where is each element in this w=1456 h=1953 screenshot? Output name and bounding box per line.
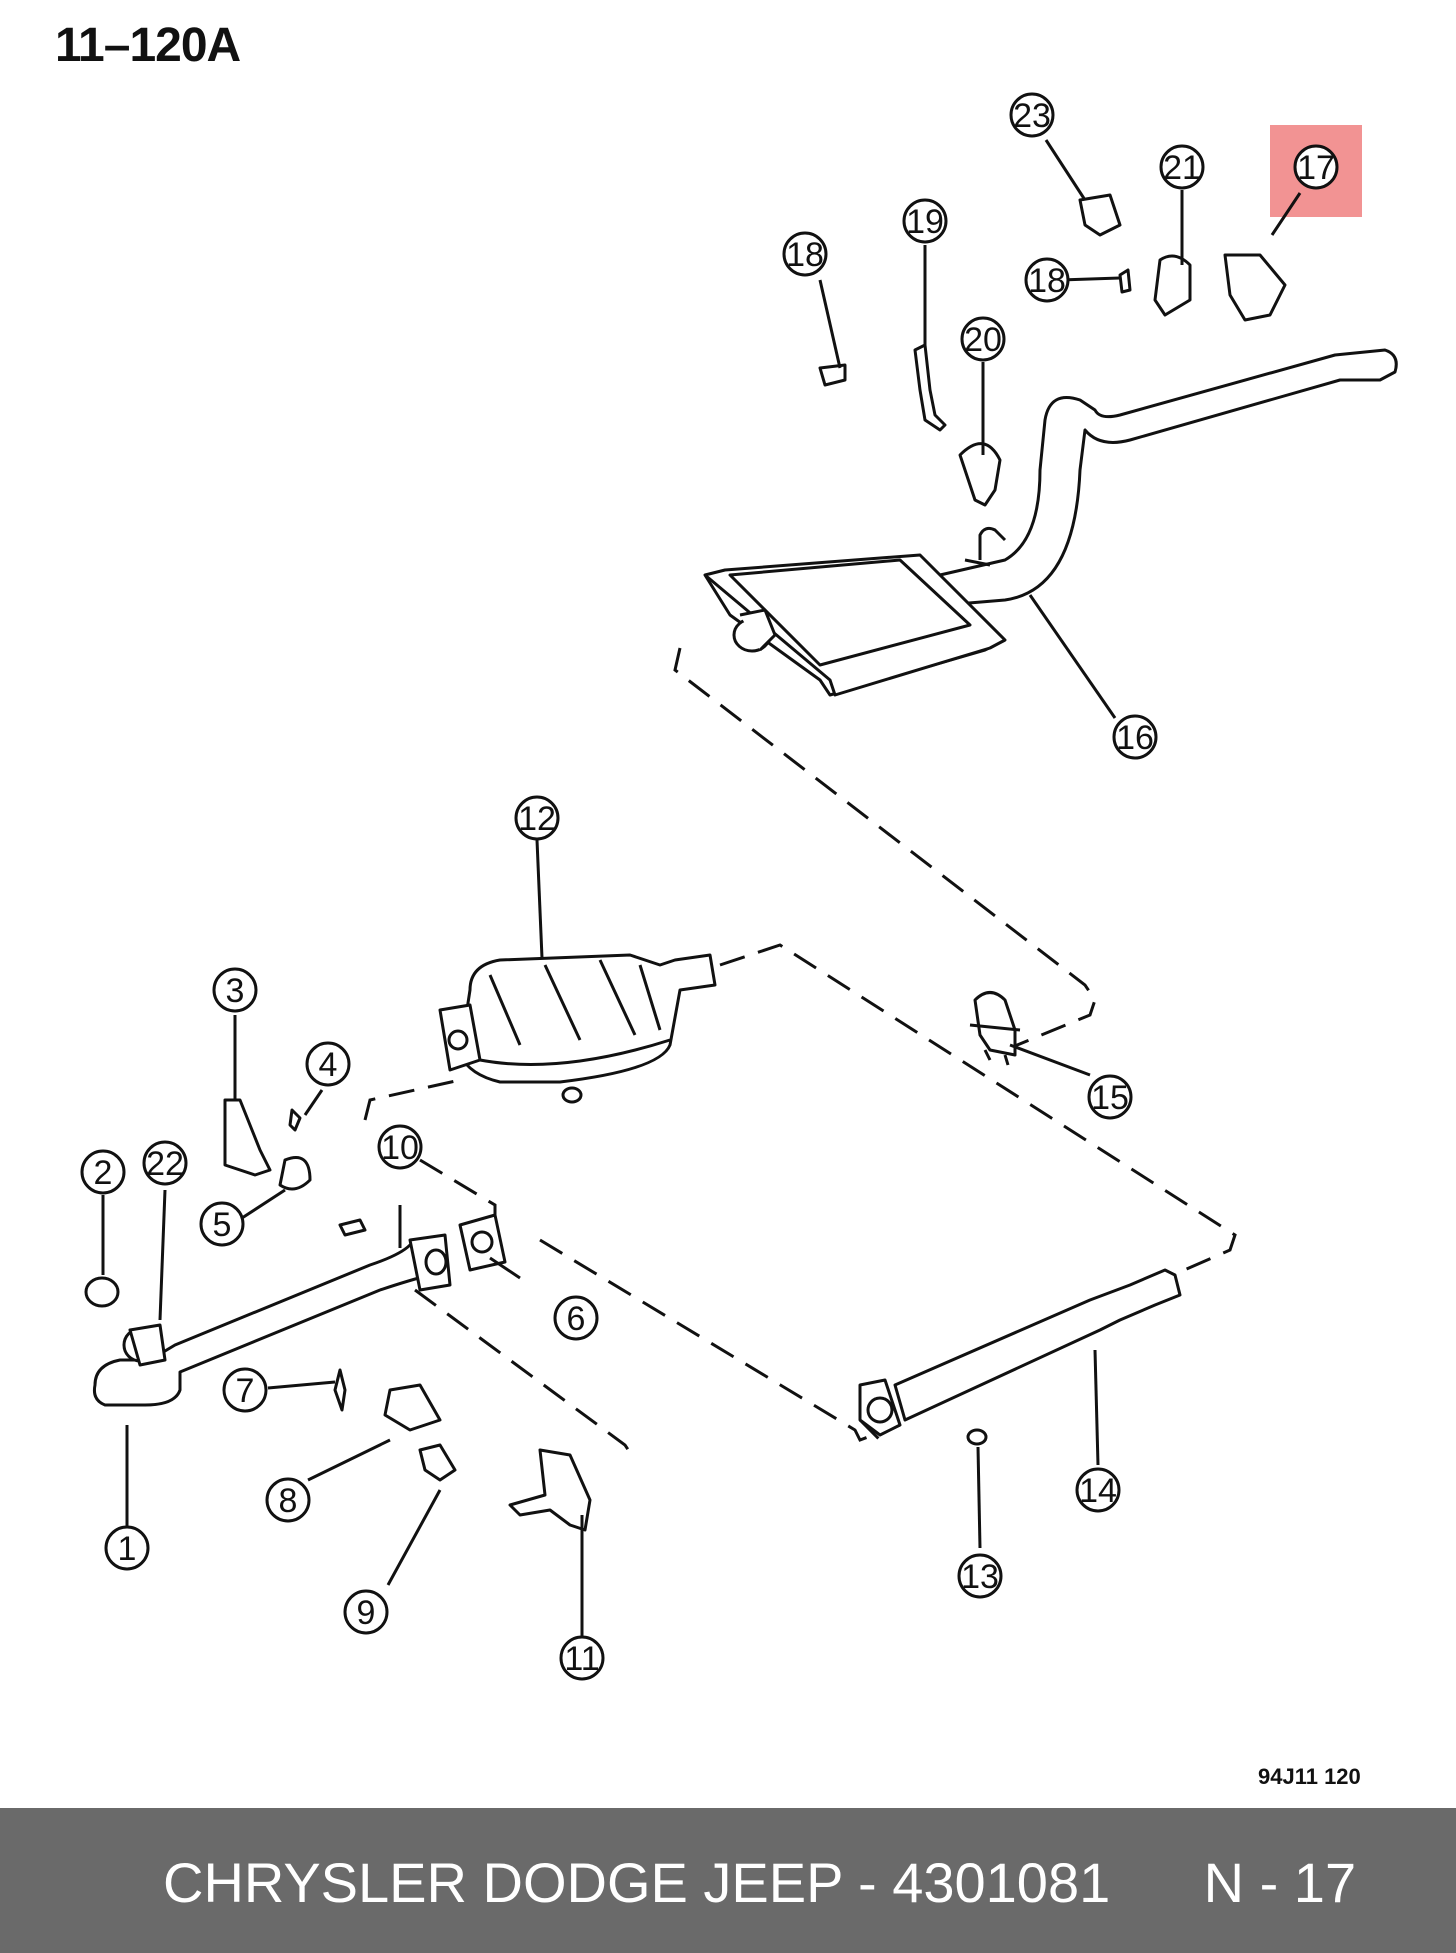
callout-23: 23: [1009, 92, 1055, 138]
catalytic-converter: [438, 953, 717, 1104]
callout-5: 5: [199, 1201, 245, 1247]
front-pipe: [84, 1213, 507, 1407]
callout-22: 22: [142, 1140, 188, 1186]
leader-lines: [101, 139, 1302, 1638]
callout-3: 3: [212, 967, 258, 1013]
callout-7: 7: [222, 1367, 268, 1413]
svg-text:7: 7: [236, 1372, 255, 1410]
callout-1: 1: [104, 1525, 150, 1571]
callout-18-right: 18: [1024, 257, 1070, 303]
svg-text:2: 2: [94, 1154, 113, 1192]
callout-6: 6: [553, 1295, 599, 1341]
callout-16: 16: [1112, 714, 1158, 760]
svg-text:18: 18: [1028, 262, 1066, 300]
callout-20: 20: [960, 316, 1006, 362]
svg-text:18: 18: [786, 236, 824, 274]
svg-text:23: 23: [1013, 97, 1051, 135]
svg-text:12: 12: [518, 800, 556, 838]
callout-14: 14: [1075, 1467, 1121, 1513]
svg-text:3: 3: [226, 972, 245, 1010]
callout-19: 19: [902, 198, 948, 244]
svg-text:13: 13: [961, 1558, 999, 1596]
svg-text:15: 15: [1091, 1079, 1129, 1117]
drawing-code: 94J11 120: [1258, 1764, 1361, 1789]
svg-text:10: 10: [381, 1129, 419, 1167]
callout-10: 10: [377, 1124, 423, 1170]
callout-15: 15: [1087, 1074, 1133, 1120]
callout-17: 17: [1293, 144, 1339, 190]
tailpipe: [938, 348, 1398, 607]
svg-text:19: 19: [906, 203, 944, 241]
intermediate-pipe: [858, 1268, 1182, 1446]
svg-text:20: 20: [964, 321, 1002, 359]
callout-8: 8: [265, 1477, 311, 1523]
svg-text:16: 16: [1116, 719, 1154, 757]
svg-text:6: 6: [567, 1300, 586, 1338]
callout-9: 9: [343, 1589, 389, 1635]
callout-12: 12: [514, 795, 560, 841]
svg-text:9: 9: [357, 1594, 376, 1632]
hardware: [223, 193, 1287, 1532]
callout-21: 21: [1159, 144, 1205, 190]
svg-text:11: 11: [564, 1640, 599, 1678]
svg-text:21: 21: [1163, 149, 1201, 187]
callout-4: 4: [305, 1041, 351, 1087]
callout-18-left: 18: [782, 231, 828, 277]
svg-text:14: 14: [1079, 1472, 1117, 1510]
page-title: 11–120A: [55, 19, 241, 72]
svg-text:1: 1: [118, 1530, 137, 1568]
callout-11: 11: [559, 1635, 605, 1681]
callout-13: 13: [957, 1553, 1003, 1599]
svg-text:17: 17: [1297, 149, 1335, 187]
svg-text:8: 8: [279, 1482, 298, 1520]
svg-text:22: 22: [146, 1145, 184, 1183]
footer-text: CHRYSLER DODGE JEEP - 4301081 N - 17: [163, 1851, 1357, 1914]
exhaust-system-diagram: 1 2 3 4 5 6 7 8 9 10 11 12 13 14 15 16 1…: [80, 92, 1398, 1681]
svg-text:5: 5: [213, 1206, 232, 1244]
callout-2: 2: [80, 1149, 126, 1195]
muffler: [703, 553, 1007, 697]
footer-bar: CHRYSLER DODGE JEEP - 4301081 N - 17: [0, 1808, 1456, 1953]
svg-text:4: 4: [319, 1046, 338, 1084]
